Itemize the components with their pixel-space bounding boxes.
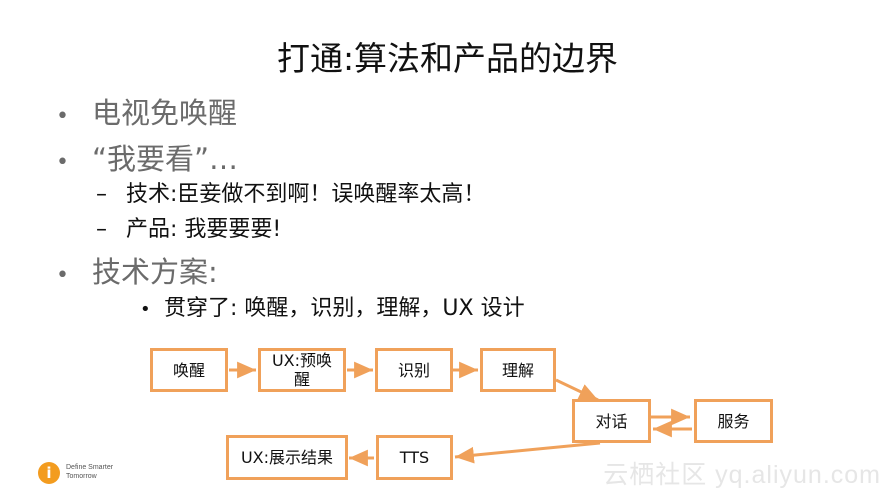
watermark: 云栖社区 yq.aliyun.com: [603, 461, 881, 489]
node-ux-prewake: UX:预唤醒: [258, 348, 346, 392]
bullet-mark: –: [96, 217, 107, 242]
logo-tagline: Define Smarter Tomorrow: [66, 463, 113, 481]
bullet-item: • 技术方案:: [56, 249, 218, 291]
bullet-text: 产品: 我要要要!: [126, 217, 282, 242]
bullet-text: 技术:臣妾做不到啊！误唤醒率太高！: [126, 182, 486, 207]
bullet-mark: •: [140, 299, 151, 320]
logo-tagline-line1: Define Smarter: [66, 464, 114, 471]
edge-understand-to-dialog: [555, 378, 599, 402]
node-understand: 理解: [480, 348, 556, 392]
bullet-mark: –: [96, 182, 107, 207]
bullet-item: • “我要看”…: [56, 136, 238, 178]
bullet-mark: •: [56, 263, 69, 288]
node-dialog: 对话: [572, 399, 651, 443]
logo-icon: i: [38, 462, 60, 484]
slide-title: 打通:算法和产品的边界: [276, 39, 619, 78]
bullet-text: 电视免唤醒: [92, 96, 238, 130]
bullet-text: 技术方案:: [92, 255, 218, 289]
node-ux-display: UX:展示结果: [226, 435, 348, 480]
bullet-mark: •: [56, 150, 69, 175]
bullet-text: “我要看”…: [92, 142, 239, 176]
bullet-mark: •: [56, 104, 69, 129]
sub-bullet-item: – 技术:臣妾做不到啊！误唤醒率太高！: [96, 176, 485, 208]
node-service: 服务: [694, 399, 773, 443]
node-tts: TTS: [376, 435, 453, 480]
node-wake: 唤醒: [150, 348, 228, 392]
bullet-item: • 电视免唤醒: [56, 90, 237, 132]
edge-dialog-to-tts: [454, 441, 601, 464]
logo-tagline-line2: Tomorrow: [66, 473, 97, 480]
node-recognize: 识别: [375, 348, 453, 392]
bullet-text: 贯穿了: 唤醒，识别，理解，UX 设计: [164, 296, 525, 321]
sub-bullet-item: • 贯穿了: 唤醒，识别，理解，UX 设计: [140, 290, 525, 322]
sub-bullet-item: – 产品: 我要要要!: [96, 211, 281, 243]
